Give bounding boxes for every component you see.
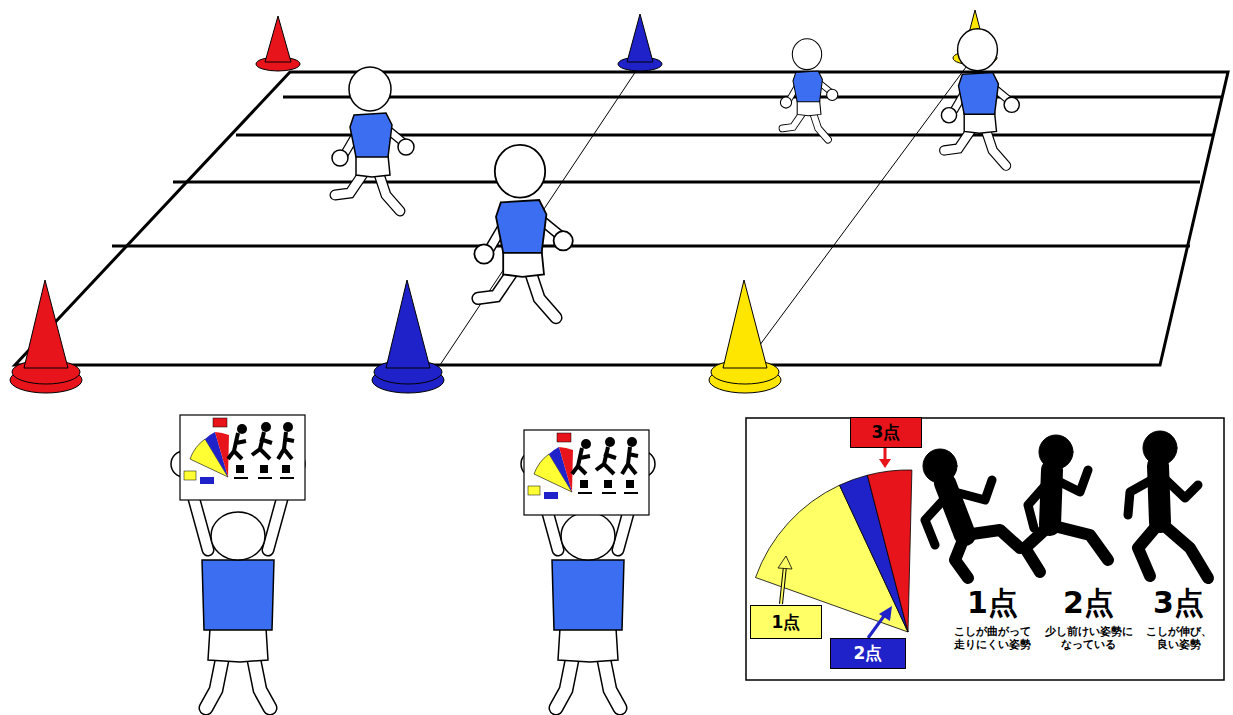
score-box: 1点 xyxy=(750,605,822,639)
score-box: 3点 xyxy=(850,417,922,448)
score-heading: 3点 xyxy=(1131,586,1226,621)
score-box: 2点 xyxy=(830,638,906,669)
posture-note: こしが伸び、 良い姿勢 xyxy=(1131,626,1226,651)
score-heading: 2点 xyxy=(1041,586,1136,621)
posture-note: こしが曲がって 走りにくい姿勢 xyxy=(945,626,1040,651)
score-heading: 1点 xyxy=(945,586,1040,621)
score-text: 2点 xyxy=(854,642,883,665)
posture-note: 少し前けい姿勢に なっている xyxy=(1041,626,1136,651)
score-text: 1点 xyxy=(772,611,801,634)
score-text: 3点 xyxy=(872,421,901,444)
